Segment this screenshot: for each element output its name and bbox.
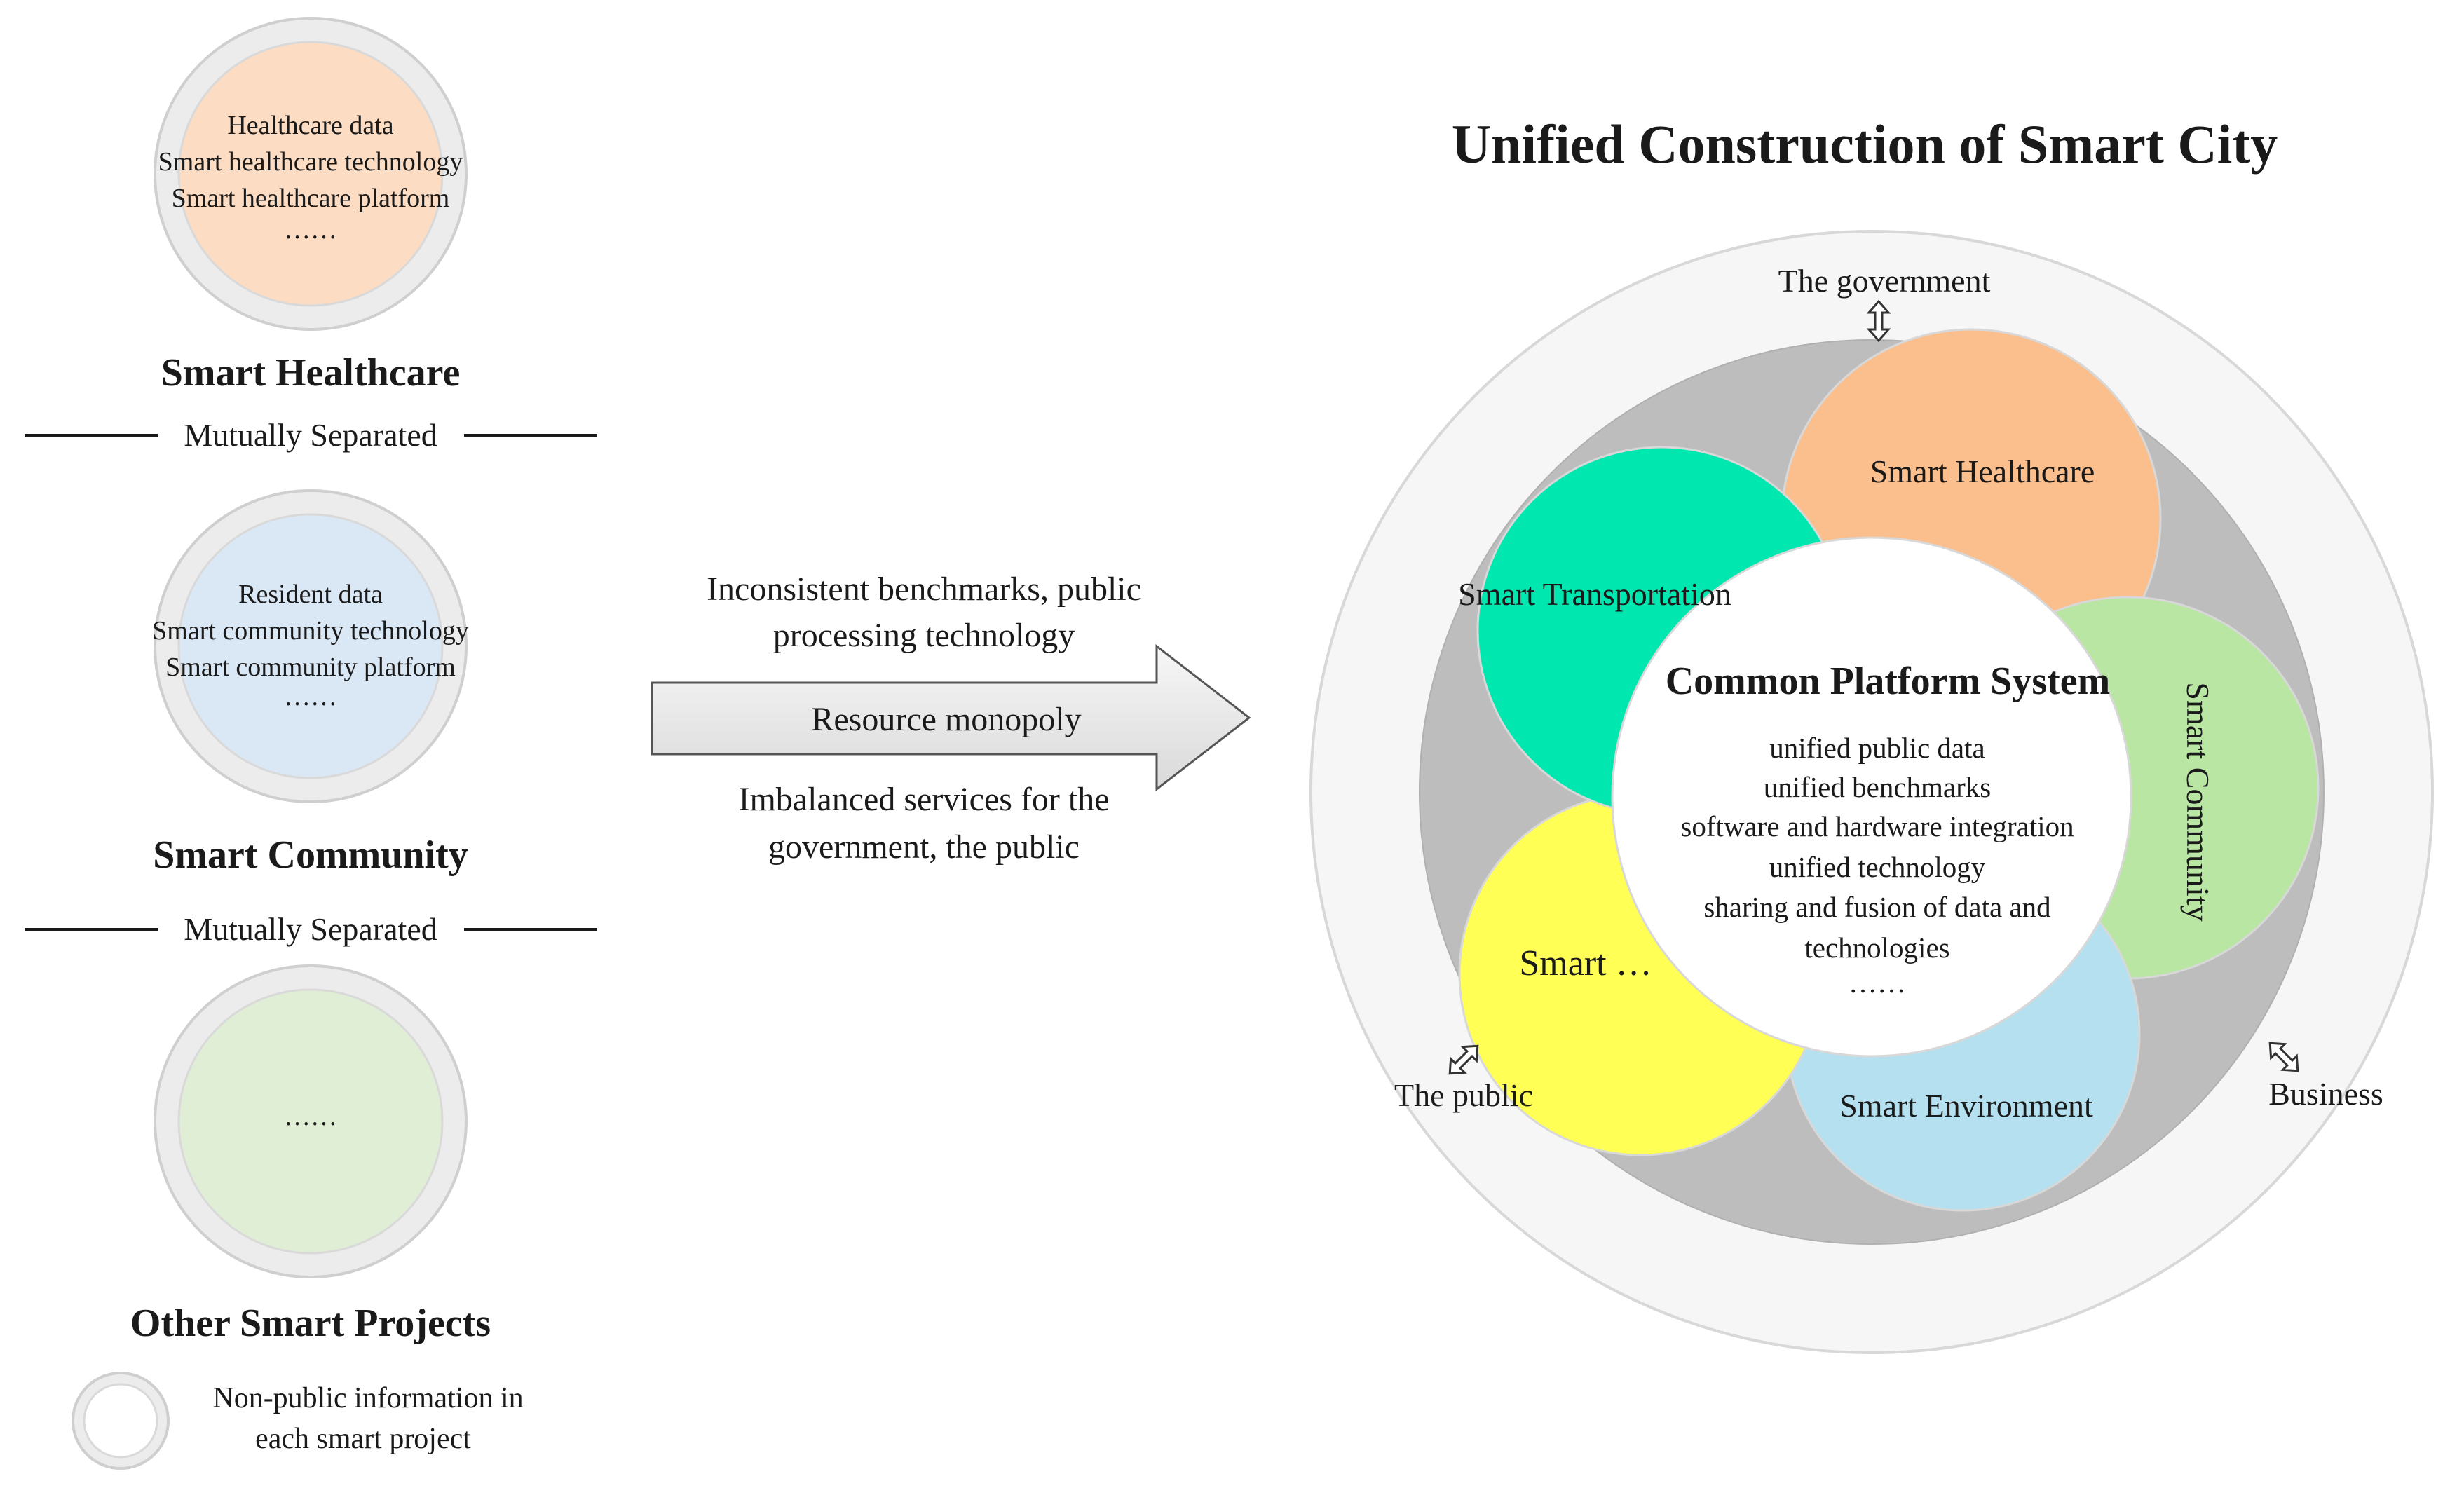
project-other: …… — [154, 964, 468, 1278]
project-other-heading: Other Smart Projects — [130, 1302, 491, 1345]
project-healthcare-line-1: Healthcare data — [227, 111, 393, 140]
government-double-arrow-icon — [1866, 299, 1891, 343]
separator-2-label: Mutually Separated — [184, 911, 437, 947]
separator-1: Mutually Separated — [25, 417, 597, 453]
unified-title: Unified Construction of Smart City — [1452, 114, 2278, 175]
arrow-top-line-2: processing technology — [773, 617, 1075, 654]
petal-healthcare-label: Smart Healthcare — [1870, 453, 2095, 489]
business-double-arrow-shape — [2268, 1042, 2299, 1072]
petal-transportation-label: Smart Transportation — [1458, 576, 1731, 612]
core-title: Common Platform System — [1666, 660, 2111, 703]
petal-other-label: Smart … — [1519, 943, 1652, 983]
project-community-line-4: …… — [284, 682, 337, 711]
right-arrow-shape — [651, 643, 1251, 792]
separator-2: Mutually Separated — [25, 911, 597, 947]
project-other-inner-circle — [177, 988, 444, 1255]
project-healthcare-heading: Smart Healthcare — [161, 351, 461, 395]
arrow-label: Resource monopoly — [811, 701, 1081, 738]
public-double-arrow-icon — [1448, 1044, 1479, 1075]
petal-community-label: Smart Community — [2180, 682, 2216, 921]
business-double-arrow-icon — [2268, 1042, 2299, 1072]
project-other-line-1: …… — [284, 1102, 337, 1131]
project-community-inner-circle — [177, 513, 444, 779]
project-community-line-3: Smart community platform — [165, 653, 456, 682]
separator-1-label: Mutually Separated — [184, 417, 437, 453]
core-line-4: unified technology — [1769, 851, 1986, 883]
government-double-arrow-shape — [1866, 299, 1891, 343]
core-line-5: sharing and fusion of data and — [1703, 891, 2050, 923]
project-healthcare: Healthcare data Smart healthcare technol… — [154, 17, 468, 331]
core-line-7: …… — [1849, 967, 1906, 999]
project-healthcare-line-4: …… — [284, 215, 337, 245]
project-healthcare-inner-circle — [177, 41, 444, 307]
project-community: Resident data Smart community technology… — [152, 489, 469, 803]
project-community-heading: Smart Community — [153, 833, 468, 877]
label-business: Business — [2268, 1076, 2383, 1112]
project-community-line-2: Smart community technology — [152, 616, 469, 646]
legend-line-2: each smart project — [255, 1423, 471, 1455]
arrow-bottom-line-1: Imbalanced services for the — [738, 781, 1109, 818]
core-line-1: unified public data — [1769, 732, 1985, 764]
core-line-3: software and hardware integration — [1680, 810, 2074, 842]
arrow-bottom-line-2: government, the public — [768, 828, 1080, 866]
public-double-arrow-shape — [1448, 1044, 1479, 1075]
legend: Non-public information in each smart pro… — [72, 1372, 524, 1470]
petal-environment-label: Smart Environment — [1839, 1088, 2093, 1124]
project-community-line-1: Resident data — [238, 580, 383, 609]
project-healthcare-line-2: Smart healthcare technology — [158, 147, 463, 177]
core-line-2: unified benchmarks — [1764, 771, 1991, 803]
core-line-6: technologies — [1804, 931, 1949, 964]
label-public: The public — [1394, 1077, 1533, 1113]
arrow-top-line-1: Inconsistent benchmarks, public — [707, 571, 1141, 608]
label-government: The government — [1778, 263, 1991, 299]
legend-ring-icon-inner — [83, 1383, 158, 1459]
unified-diagram: Smart Healthcare Smart Transportation Sm… — [1309, 230, 2434, 1354]
legend-line-1: Non-public information in — [212, 1382, 523, 1414]
core-platform-circle — [1611, 536, 2132, 1058]
transition-arrow-block: Inconsistent benchmarks, public processi… — [651, 571, 1251, 866]
project-healthcare-line-3: Smart healthcare platform — [172, 184, 450, 213]
